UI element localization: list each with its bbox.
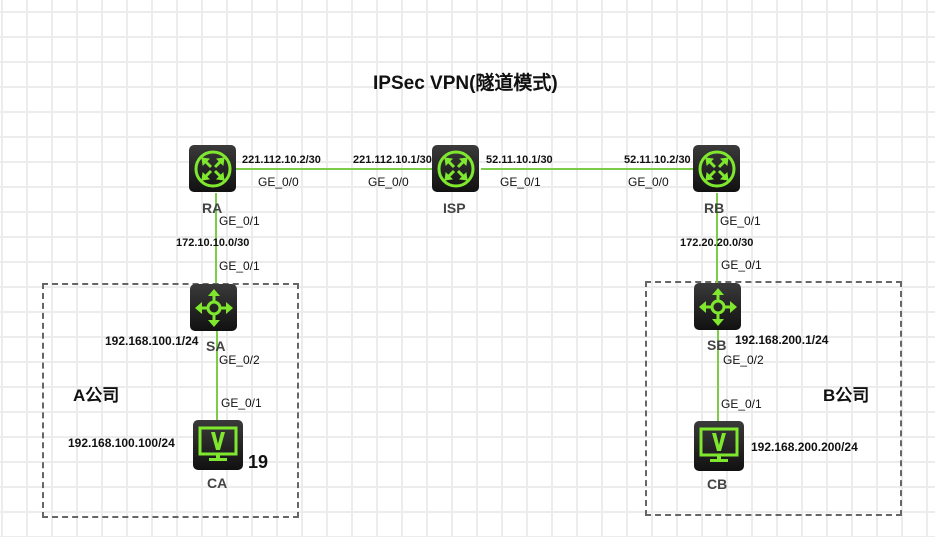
port-sa-ge01: GE_0/1	[219, 259, 260, 273]
port-isp-ge00: GE_0/0	[368, 175, 409, 189]
label-ra: RA	[202, 200, 223, 216]
port-sb-ge02: GE_0/2	[723, 353, 764, 367]
device-cb[interactable]	[694, 421, 744, 471]
link-isp-rb	[481, 168, 695, 170]
label-sb: SB	[707, 337, 727, 353]
port-isp-ge01: GE_0/1	[500, 175, 541, 189]
device-sa[interactable]	[190, 284, 237, 331]
port-sb-ge01: GE_0/1	[721, 258, 762, 272]
switch-icon	[194, 288, 233, 327]
diagram-title: IPSec VPN(隧道模式)	[373, 73, 558, 94]
router-icon	[194, 150, 231, 187]
ip-cb: 192.168.200.200/24	[751, 440, 858, 454]
device-isp[interactable]	[432, 145, 479, 192]
label-isp: ISP	[443, 200, 466, 216]
link-sb-cb	[717, 330, 719, 423]
label-rb: RB	[704, 200, 725, 216]
ip-ca: 192.168.100.100/24	[68, 436, 175, 450]
port-sa-ge02: GE_0/2	[219, 353, 260, 367]
link-sa-ca	[216, 330, 218, 422]
zone-company-a	[42, 283, 299, 518]
router-icon	[698, 150, 735, 187]
ip-isp-ge00: 221.112.10.1/30	[353, 154, 432, 166]
link-ra-sa	[215, 193, 217, 283]
zone-company-b	[645, 281, 902, 516]
label-cb: CB	[707, 476, 728, 492]
device-rb[interactable]	[693, 145, 740, 192]
port-rb-ge01: GE_0/1	[720, 214, 761, 228]
router-icon	[437, 150, 474, 187]
port-ra-ge01: GE_0/1	[219, 214, 260, 228]
zone-label-b: B公司	[823, 386, 870, 405]
ip-ra-ge00: 221.112.10.2/30	[242, 154, 321, 166]
subnet-ra-sa: 172.10.10.0/30	[176, 237, 250, 249]
port-cb-ge01: GE_0/1	[721, 397, 762, 411]
count-badge: 19	[248, 452, 269, 472]
zone-label-a: A公司	[73, 386, 120, 405]
label-sa: SA	[206, 338, 226, 354]
device-sb[interactable]	[694, 283, 741, 330]
device-ca[interactable]	[193, 420, 243, 470]
device-ra[interactable]	[189, 145, 236, 192]
link-ra-isp	[236, 168, 434, 170]
ip-rb-ge00: 52.11.10.2/30	[624, 154, 691, 166]
ip-sa: 192.168.100.1/24	[105, 334, 199, 348]
pc-monitor-icon	[699, 427, 739, 462]
ip-isp-ge01: 52.11.10.1/30	[486, 154, 553, 166]
ip-sb: 192.168.200.1/24	[735, 333, 829, 347]
port-rb-ge00: GE_0/0	[628, 175, 669, 189]
link-rb-sb	[716, 193, 718, 283]
port-ca-ge01: GE_0/1	[221, 396, 262, 410]
switch-icon	[698, 287, 737, 326]
port-ra-ge00: GE_0/0	[258, 175, 299, 189]
subnet-rb-sb: 172.20.20.0/30	[680, 237, 754, 249]
pc-monitor-icon	[198, 426, 238, 461]
label-ca: CA	[207, 475, 228, 491]
